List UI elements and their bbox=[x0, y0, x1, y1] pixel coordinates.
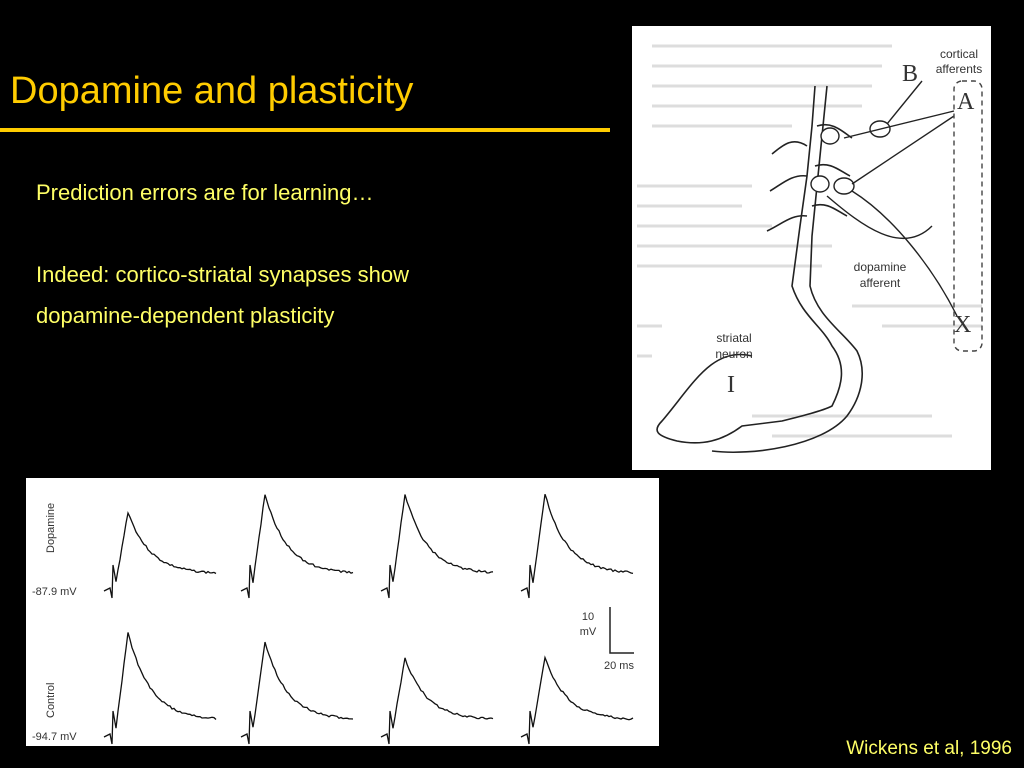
scale-bar-amplitude-value: 10 bbox=[582, 611, 594, 623]
voltage-control: -94.7 mV bbox=[32, 731, 77, 743]
dopamine-epsp-trace-2 bbox=[240, 494, 354, 599]
slide-title: Dopamine and plasticity bbox=[10, 70, 414, 112]
control-epsp-trace-1 bbox=[103, 632, 217, 745]
afferent-axons bbox=[826, 80, 958, 317]
row-label-dopamine: Dopamine bbox=[45, 503, 57, 553]
voltage-dopamine: -87.9 mV bbox=[32, 586, 77, 598]
label-striatal: striatal bbox=[716, 331, 751, 345]
control-epsp-trace-2 bbox=[240, 641, 354, 745]
label-afferents: afferents bbox=[936, 62, 982, 76]
title-underline bbox=[0, 128, 610, 132]
citation: Wickens et al, 1996 bbox=[846, 738, 1012, 759]
epsp-traces-svg: Dopamine Control -87.9 mV -94.7 mV 10 mV… bbox=[32, 493, 634, 745]
control-epsp-trace-4 bbox=[520, 655, 634, 745]
neuron-diagram: cortical afferents B A X I dopamine affe… bbox=[632, 26, 991, 470]
scale-bar-time: 20 ms bbox=[604, 660, 634, 672]
cortical-afferents-dashed-box bbox=[953, 80, 983, 352]
label-letter-b: B bbox=[902, 61, 918, 87]
scale-bar bbox=[609, 607, 634, 654]
row-label-control: Control bbox=[45, 683, 57, 718]
label-letter-x: X bbox=[954, 312, 971, 338]
dopamine-epsp-trace-4 bbox=[520, 493, 634, 599]
control-epsp-trace-3 bbox=[380, 657, 494, 745]
scale-bar-amplitude-unit: mV bbox=[580, 626, 597, 638]
trace-group bbox=[103, 493, 634, 745]
label-letter-i: I bbox=[727, 372, 735, 398]
bullet-dopamine-dependent: dopamine-dependent plasticity bbox=[36, 303, 335, 328]
label-neuron: neuron bbox=[715, 347, 752, 361]
background-text-texture bbox=[637, 44, 982, 438]
bullet-cortico-striatal: Indeed: cortico-striatal synapses show bbox=[36, 262, 409, 287]
synapse-spines bbox=[810, 120, 891, 195]
dopamine-epsp-trace-3 bbox=[380, 494, 494, 599]
dopamine-epsp-trace-1 bbox=[103, 510, 217, 599]
epsp-traces-figure: Dopamine Control -87.9 mV -94.7 mV 10 mV… bbox=[26, 478, 659, 746]
neuron-diagram-svg: cortical afferents B A X I dopamine affe… bbox=[637, 44, 983, 454]
label-letter-a: A bbox=[957, 89, 975, 115]
bullet-prediction-errors: Prediction errors are for learning… bbox=[36, 180, 374, 205]
label-dopamine: dopamine bbox=[854, 260, 907, 274]
label-cortical: cortical bbox=[940, 47, 978, 61]
label-afferent: afferent bbox=[860, 276, 901, 290]
